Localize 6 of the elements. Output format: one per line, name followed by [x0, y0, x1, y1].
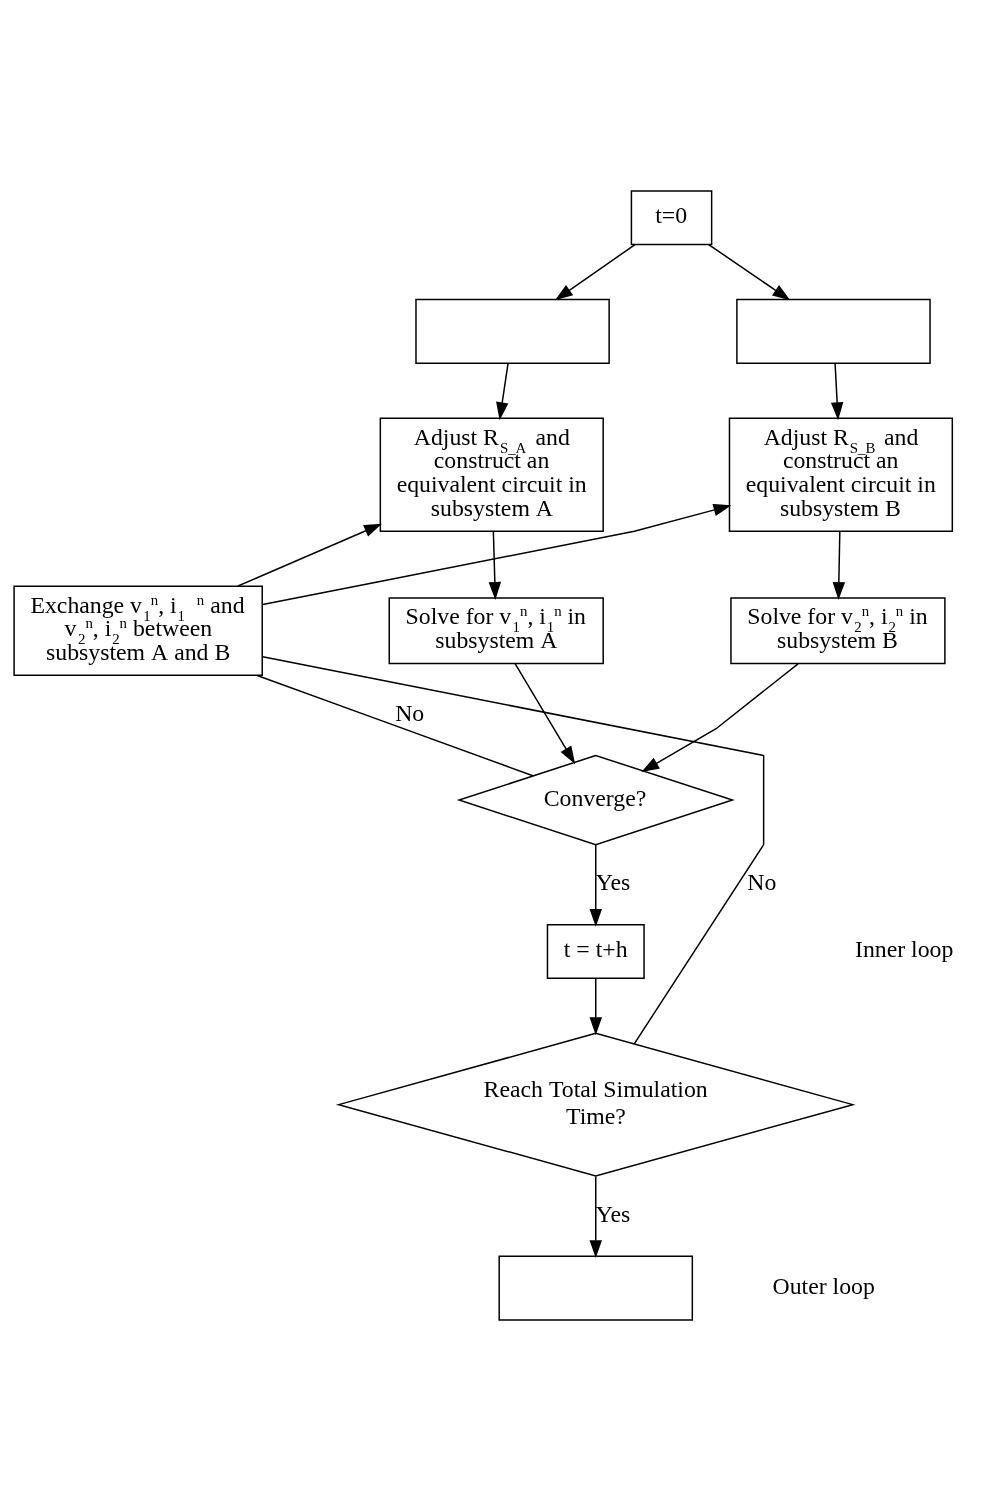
edge-label: No: [395, 700, 425, 727]
edge-label: Yes: [595, 1200, 631, 1227]
edge-label: No: [747, 869, 777, 896]
edge-label: Yes: [595, 869, 631, 896]
label: Inner loop: [855, 936, 954, 963]
label: Outer loop: [772, 1272, 875, 1299]
